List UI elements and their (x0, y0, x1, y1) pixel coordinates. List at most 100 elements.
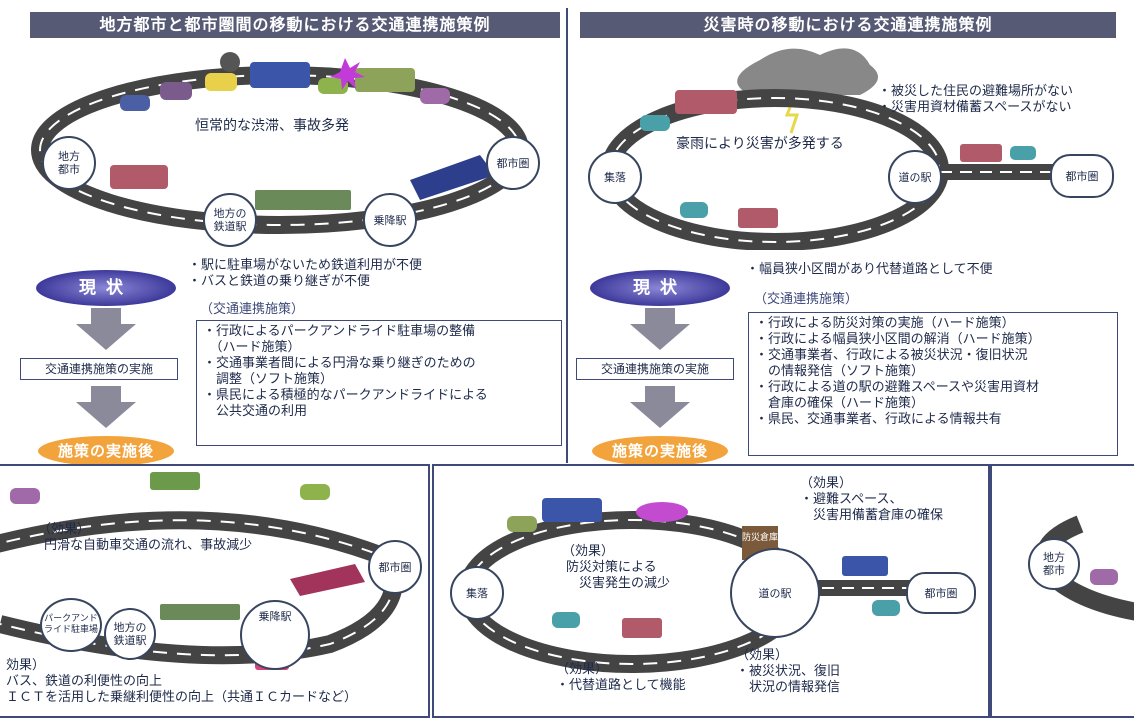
car-icon (318, 78, 348, 94)
bus-icon (150, 472, 200, 490)
bus-icon (542, 498, 602, 522)
left-issue-2: ・バスと鉄道の乗り継ぎが不便 (188, 274, 371, 289)
bl-effect1-text: 円滑な自動車交通の流れ、事故減少 (44, 538, 253, 553)
right-measures-heading: （交通連携施策） (754, 292, 859, 307)
right-measure: ・交通事業者、行政による被災状況・復旧状況 (755, 348, 1028, 363)
bus-icon (110, 165, 168, 189)
bm-disaster-effect-heading: （効果） (562, 544, 615, 559)
node-park-ride: パークアンド ライド駐車場 (40, 598, 102, 652)
node-village: 集落 (588, 150, 642, 204)
smoke-icon (220, 52, 240, 72)
bl-effect2-line1: バス、鉄道の利便性の向上 (6, 674, 163, 689)
car-icon (10, 488, 40, 504)
crash-icon (330, 58, 365, 90)
train-icon (255, 190, 351, 210)
right-arrow-stem-1 (645, 308, 675, 324)
bus-icon (622, 618, 662, 638)
bm-bottom2-line2: 状況の情報発信 (736, 680, 841, 695)
bl-effect2-line2: ＩＣＴを活用した乗継利便性の向上（共通ＩＣカードなど） (6, 690, 358, 705)
train-icon (290, 564, 365, 596)
right-measure: ・行政による道の駅の避難スペースや災害用資材 (755, 380, 1040, 395)
right-road-text: 豪雨により災害が多発する (676, 136, 844, 152)
node-bl-local-station: 地方の 鉄道駅 (104, 608, 156, 660)
node-local-station: 地方の 鉄道駅 (203, 193, 257, 247)
train-icon (410, 155, 495, 200)
node-bm-roadside-station: 道の駅 (730, 548, 820, 638)
bm-bottom2-line1: ・被災状況、復旧 (736, 664, 841, 679)
right-issue-mid: ・幅員狭小区間があり代替道路として不便 (746, 262, 993, 277)
node-local-city: 地方 都市 (42, 136, 96, 190)
left-measures-heading: （交通連携施策） (200, 302, 305, 317)
bm-bottom1-line1: ・代替道路として機能 (556, 678, 686, 693)
node-bm-metro: 都市圏 (906, 572, 976, 614)
warehouse-label: 防災倉庫 (742, 533, 779, 543)
left-road-diagram (31, 52, 529, 234)
left-measures-box: ・行政によるパークアンドライド駐車場の整備 （ハード施策） ・交通事業者間による… (196, 320, 562, 446)
left-after-oval: 施策の実施後 (38, 436, 174, 466)
bus-icon (355, 68, 415, 92)
right-measure: の情報発信（ソフト施策） (755, 364, 925, 379)
right-measures-box: ・行政による防災対策の実施（ハード施策） ・行政による幅員狭小区間の解消（ハード… (748, 312, 1118, 456)
left-issue-1: ・駅に駐車場がないため鉄道利用が不便 (188, 258, 423, 273)
storm-cloud-icon (737, 48, 878, 95)
car-icon (300, 484, 330, 500)
node-metro: 都市圏 (486, 136, 540, 190)
left-implement-box: 交通連携施策の実施 (20, 358, 178, 380)
car-icon (1090, 569, 1118, 585)
car-icon (680, 202, 708, 218)
right-after-oval: 施策の実施後 (592, 436, 728, 466)
left-arrow-2 (76, 402, 136, 428)
car-icon (160, 82, 192, 100)
node-transfer-station: 乗降駅 (363, 193, 417, 247)
bus-icon (842, 556, 888, 576)
car-icon (552, 612, 580, 628)
right-measure: ・県民、交通事業者、行政による情報共有 (755, 412, 1002, 427)
right-arrow-stem-2 (645, 386, 675, 402)
bm-disaster-effect-line1: 防災対策による (566, 560, 657, 575)
car-icon (640, 115, 670, 131)
train-icon (160, 604, 240, 620)
bm-bottom1-heading: （効果） (556, 662, 609, 677)
car-icon (507, 516, 537, 532)
left-arrow-stem-1 (91, 308, 121, 324)
evacuation-icon (636, 502, 688, 522)
right-arrow-2 (630, 402, 690, 428)
car-icon (420, 88, 450, 104)
node-bl-transfer-station: 乗降駅 (240, 600, 310, 670)
right-implement-box: 交通連携施策の実施 (576, 358, 734, 380)
left-measure: ・行政によるパークアンドライド駐車場の整備 (203, 324, 476, 339)
left-measure: ・交通事業者間による円滑な乗り継ぎのための (203, 356, 476, 371)
left-current-oval: 現状 (36, 270, 176, 306)
left-measure: （ハード施策） (203, 340, 301, 355)
car-icon (205, 73, 237, 91)
right-arrow-1 (630, 324, 690, 350)
right-current-oval: 現状 (590, 270, 730, 306)
bm-top-effect-line2: 災害用備蓄倉庫の確保 (800, 508, 944, 523)
right-measure: ・行政による幅員狭小区間の解消（ハード施策） (755, 332, 1041, 347)
panel-divider (566, 8, 568, 463)
bus-icon (960, 144, 1002, 162)
right-panel-title: 災害時の移動における交通連携施策例 (580, 12, 1116, 38)
left-measure: 公共交通の利用 (203, 404, 308, 419)
bus-icon (738, 208, 778, 228)
left-measure: ・県民による積極的なパークアンドライドによる (203, 388, 488, 403)
bus-icon (250, 62, 310, 88)
left-measure: 調整（ソフト施策） (203, 372, 334, 387)
node-br-local-city: 地方 都市 (1028, 538, 1080, 590)
right-issue-1: ・被災した住民の避難場所がない (878, 84, 1074, 99)
bm-bottom2-heading: （効果） (736, 648, 789, 663)
bl-effect2-heading: 効果） (6, 658, 46, 673)
right-road-diagram (601, 48, 1060, 250)
bus-icon (675, 90, 737, 114)
node-roadside-station: 道の駅 (888, 150, 942, 204)
node-right-metro: 都市圏 (1050, 154, 1114, 198)
right-issue-2: ・災害用資材備蓄スペースがない (878, 100, 1072, 115)
bm-top-effect-heading: （効果） (800, 476, 853, 491)
left-road-text: 恒常的な渋滞、事故多発 (195, 118, 349, 134)
node-bl-metro: 都市圏 (368, 540, 422, 594)
left-arrow-stem-2 (91, 386, 121, 402)
bottom-right-road (1035, 515, 1134, 621)
node-bm-village: 集落 (450, 566, 504, 620)
right-measure: ・行政による防災対策の実施（ハード施策） (755, 316, 1015, 331)
car-icon (872, 600, 900, 616)
